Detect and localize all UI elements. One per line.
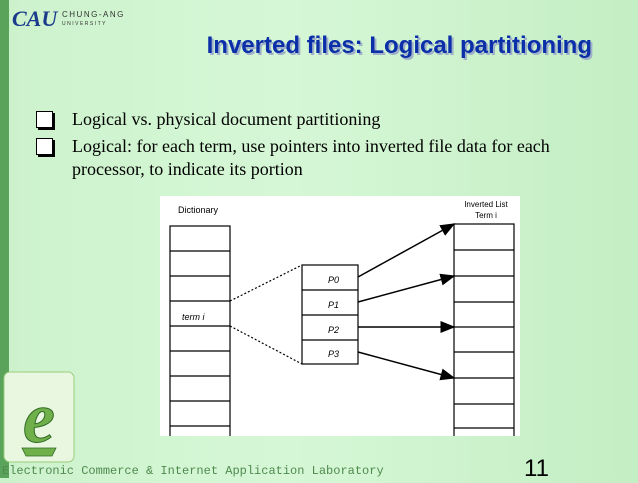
bullet-item: Logical vs. physical document partitioni… (36, 108, 626, 131)
bullet-text: Logical: for each term, use pointers int… (72, 136, 550, 179)
bullet-item: Logical: for each term, use pointers int… (36, 135, 626, 181)
dotted-connector-top (229, 264, 303, 302)
term-label: term i (182, 312, 206, 322)
inverted-list-label: Inverted List (464, 200, 508, 209)
lab-footer: Electronic Commerce & Internet Applicati… (2, 464, 384, 478)
page-number: 11 (524, 455, 549, 482)
dictionary-column (169, 225, 231, 436)
pointer-label-p1: P1 (328, 300, 339, 310)
dictionary-label: Dictionary (178, 205, 219, 215)
pointer-label-p0: P0 (328, 275, 339, 285)
checkbox-bullet-icon (36, 138, 53, 155)
left-accent-bar (0, 0, 9, 478)
arrow-p0 (357, 223, 456, 278)
bullet-text: Logical vs. physical document partitioni… (72, 109, 381, 129)
university-logo: CAU CHUNG-ANG UNIVERSITY (12, 6, 132, 34)
bullet-list: Logical vs. physical document partitioni… (36, 108, 626, 185)
checkbox-bullet-icon (36, 111, 53, 128)
logo-line-1: CHUNG-ANG (62, 10, 125, 19)
inverted-list-term-label: Term i (475, 211, 497, 220)
arrow-p3 (357, 351, 456, 381)
logo-line-2: UNIVERSITY (62, 21, 108, 27)
logo-mark: CAU (12, 6, 58, 31)
arrow-p1 (357, 273, 456, 303)
inverted-list-column (453, 223, 515, 436)
pointer-label-p3: P3 (328, 349, 339, 359)
ecommerce-e-logo: e (0, 368, 78, 466)
pointer-block (301, 264, 359, 365)
slide-title: Inverted files: Logical partitioning (206, 32, 592, 59)
svg-text:e: e (23, 378, 55, 458)
logical-partitioning-diagram: Dictionary Inverted List Term i term i P… (160, 196, 520, 436)
dotted-connector-bottom (229, 325, 303, 365)
pointer-label-p2: P2 (328, 325, 339, 335)
